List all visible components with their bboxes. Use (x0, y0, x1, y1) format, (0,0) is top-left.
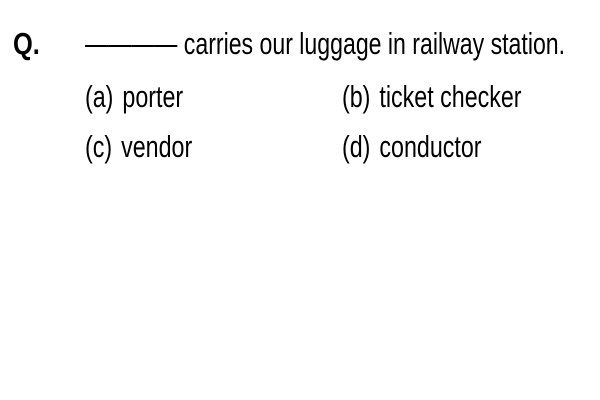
option-d-letter: (d) (342, 129, 371, 164)
option-b-letter: (b) (342, 79, 371, 114)
option-d: (d) conductor (342, 131, 482, 162)
question-label: Q. (13, 26, 40, 61)
option-a-letter: (a) (85, 79, 114, 114)
option-c: (c) vendor (85, 131, 192, 162)
question-stem: ———— carries our luggage in railway stat… (85, 26, 566, 61)
option-b: (b) ticket checker (342, 81, 522, 112)
option-b-text: ticket checker (379, 79, 522, 114)
option-c-letter: (c) (85, 129, 113, 164)
option-d-text: conductor (379, 129, 482, 164)
option-a-text: porter (122, 79, 184, 114)
option-c-text: vendor (121, 129, 193, 164)
option-a: (a) porter (85, 81, 183, 112)
